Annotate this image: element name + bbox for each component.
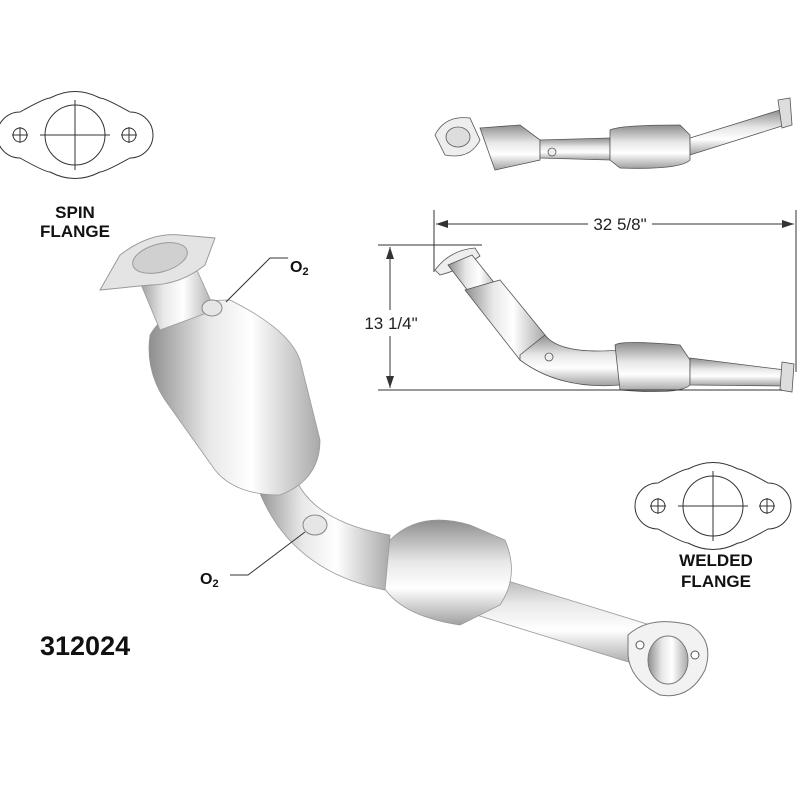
o2-bottom-leader <box>230 531 306 576</box>
part-number: 312024 <box>40 631 130 661</box>
top-view-illustration <box>434 97 793 171</box>
o2-top-label: O2 <box>290 259 309 278</box>
length-dimension-label: 32 5/8" <box>593 215 646 234</box>
spin-flange-icon <box>0 91 154 179</box>
o2-bottom-label: O2 <box>200 571 219 590</box>
catalytic-converter-illustration <box>99 234 709 697</box>
welded-flange-icon <box>634 462 792 550</box>
spin-flange-label-line2: FLANGE <box>40 222 110 241</box>
length-dimension <box>433 210 797 372</box>
welded-flange-label-line2: FLANGE <box>681 572 751 591</box>
welded-flange-label-line1: WELDED <box>679 551 753 570</box>
spin-flange-label-line1: SPIN <box>55 203 95 222</box>
height-dimension-label: 13 1/4" <box>364 314 417 333</box>
side-view-illustration <box>434 247 795 393</box>
height-dimension <box>378 244 782 391</box>
o2-top-leader <box>225 257 288 303</box>
